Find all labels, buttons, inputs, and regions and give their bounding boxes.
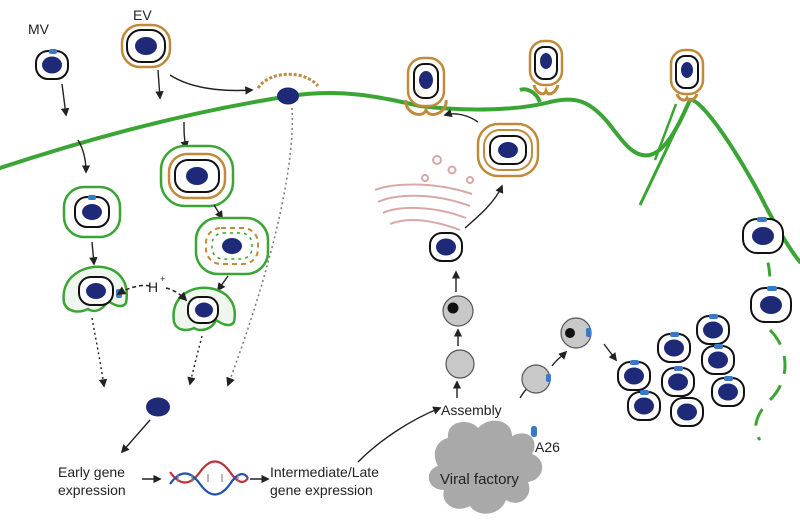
dna-helix bbox=[169, 460, 249, 496]
immature-virion-with-nucleoid bbox=[442, 295, 474, 327]
mv-particle bbox=[35, 49, 69, 80]
ev-macropinosome bbox=[159, 144, 235, 208]
budding-ev bbox=[404, 56, 448, 116]
viral-factory-label: Viral factory bbox=[440, 471, 519, 488]
budding-ev-on-tail bbox=[669, 48, 705, 102]
ev-label: EV bbox=[133, 7, 152, 23]
budding-ev-on-protrusion bbox=[528, 39, 564, 96]
released-core bbox=[146, 397, 170, 417]
mv-cluster bbox=[617, 314, 745, 427]
a26-label: A26 bbox=[535, 439, 560, 455]
late-gene-label-1: Intermediate/Late bbox=[270, 464, 379, 480]
wrapped-virion bbox=[476, 122, 540, 178]
proton-sup: + bbox=[160, 274, 165, 284]
plasma-membrane bbox=[0, 90, 800, 264]
mv-hemifusion bbox=[62, 265, 129, 313]
mv-macropinosome bbox=[62, 185, 122, 239]
viral-factory bbox=[428, 420, 543, 514]
late-gene-label-2: gene expression bbox=[270, 482, 373, 498]
early-gene-label-2: expression bbox=[58, 482, 126, 498]
ev-particle bbox=[120, 23, 172, 69]
mature-virion-a26 bbox=[560, 317, 592, 349]
a26-protein bbox=[531, 426, 537, 437]
golgi-apparatus bbox=[374, 155, 474, 231]
immature-virion-a26 bbox=[521, 364, 551, 394]
mv-particle bbox=[429, 232, 463, 262]
mv-particle bbox=[750, 286, 792, 323]
mv-particle bbox=[742, 217, 784, 254]
ev-envelope-rupture bbox=[194, 216, 270, 276]
mv-label: MV bbox=[28, 21, 50, 37]
early-gene-label-1: Early gene bbox=[58, 464, 125, 480]
ev-hemifusion bbox=[172, 286, 237, 332]
immature-virion bbox=[445, 349, 475, 379]
membrane-fusion-site bbox=[256, 72, 320, 105]
proton-label: H bbox=[148, 279, 158, 295]
assembly-label: Assembly bbox=[441, 402, 502, 418]
